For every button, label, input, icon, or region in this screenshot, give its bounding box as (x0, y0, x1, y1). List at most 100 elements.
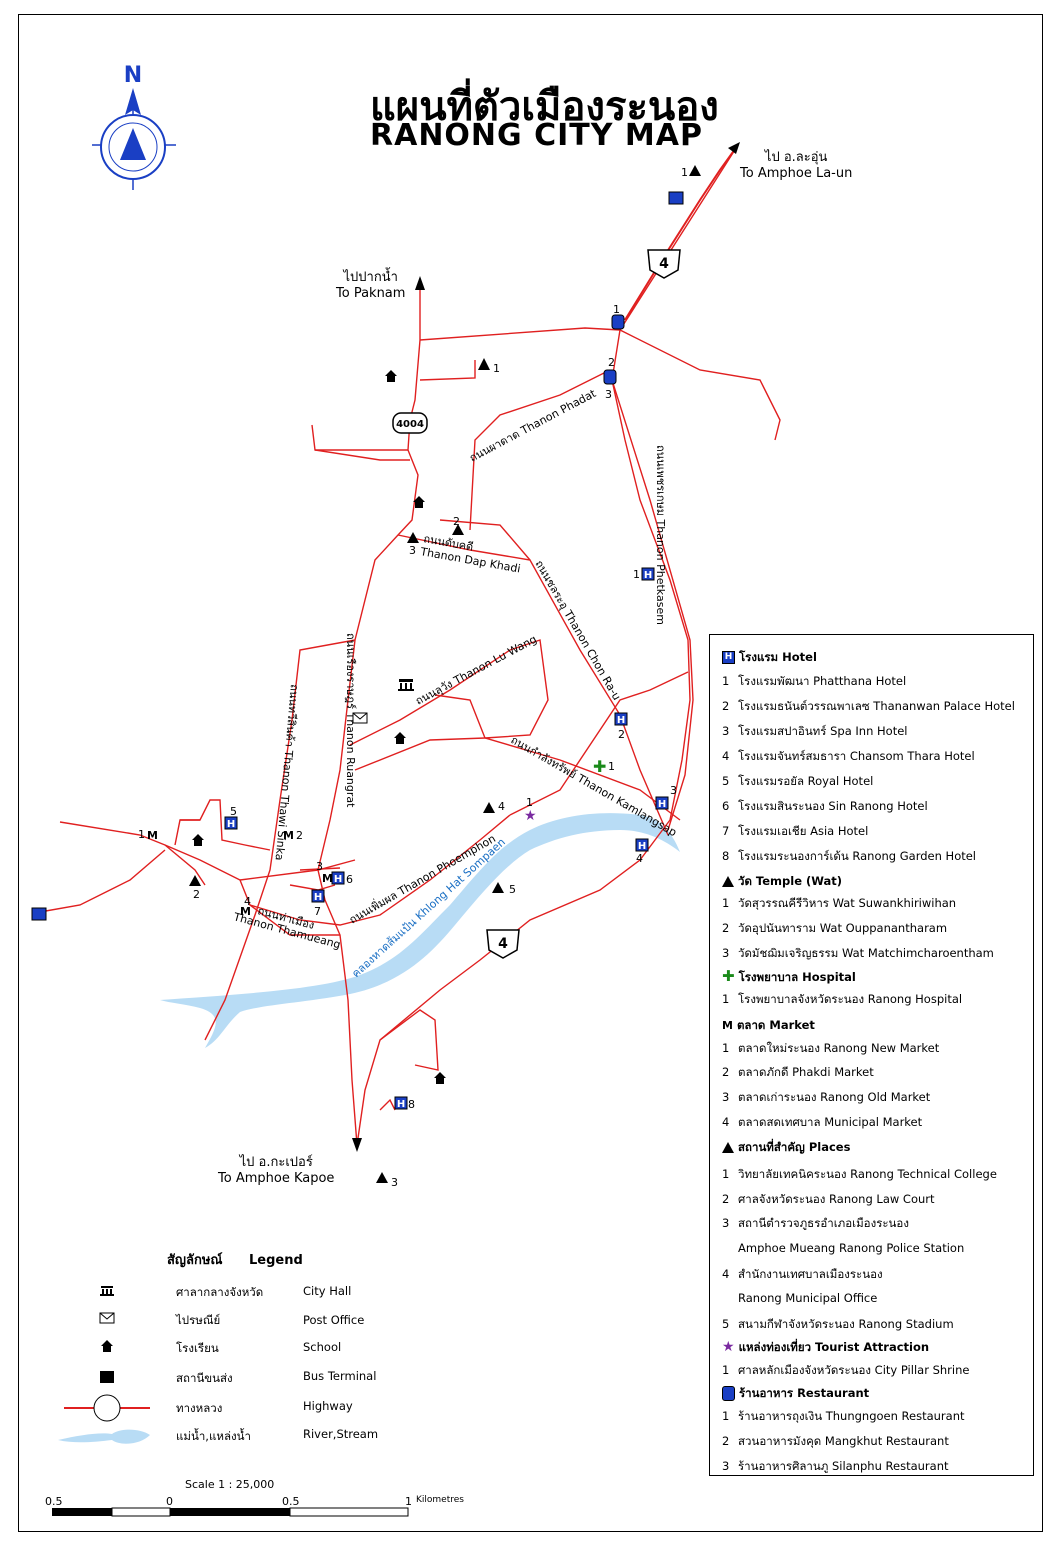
post-office-icon[interactable] (352, 712, 368, 724)
legend-item-text: โรงแรมระนองการ์เด้น Ranong Garden Hotel (738, 849, 977, 863)
marker-numbers: 1 1 2 3 1 2 3 1 2 3 4 5 6 7 8 1 2 3 4 2 … (138, 166, 688, 1189)
compass-north-label: N (124, 63, 142, 88)
school-icon[interactable] (413, 496, 425, 508)
legend-item-text: วัดสุวรรณคีรีวิหาร Wat Suwankhiriwihan (738, 896, 957, 910)
legend-symbol-th: ศาลากลางจังหวัด (176, 1285, 264, 1299)
scale-ratio: Scale 1 : 25,000 (185, 1478, 275, 1491)
destination-la-un-th: ไป อ.ละอุ่น (764, 150, 828, 165)
bus-terminal-icon[interactable] (31, 907, 47, 921)
svg-text:H: H (658, 799, 666, 810)
scale-unit: Kilometres (416, 1495, 464, 1505)
restaurant-number: 2 (608, 356, 615, 369)
hotel-marker[interactable]: H (224, 816, 238, 830)
restaurant-markers (603, 314, 625, 385)
place-marker[interactable] (376, 1172, 388, 1183)
hotel-marker[interactable]: H (394, 1096, 408, 1110)
school-icon[interactable] (192, 834, 204, 846)
market-number: 3 (316, 860, 323, 873)
attraction-number: 1 (526, 796, 533, 809)
hotel-marker[interactable]: H (311, 889, 325, 903)
svg-text:H: H (397, 1099, 405, 1110)
scale-tick: 1 (405, 1495, 412, 1508)
legend-item-text: ตลาดใหม่ระนอง Ranong New Market (738, 1041, 940, 1055)
temple-marker[interactable] (452, 524, 464, 535)
temple-marker[interactable] (407, 532, 419, 543)
hotel-number: 3 (670, 784, 677, 797)
school-icon (101, 1340, 113, 1352)
legend-item-text: โรงแรมพัฒนา Phatthana Hotel (738, 674, 907, 688)
hospital-marker[interactable]: ✚ (593, 757, 606, 776)
legend-places-heading: สถานที่สำคัญ Places (722, 1139, 850, 1157)
svg-text:H: H (334, 874, 342, 885)
bus-terminal-icon[interactable] (668, 191, 684, 205)
legend-symbol-en: Highway (303, 1399, 353, 1413)
post-office-icon (99, 1312, 115, 1324)
legend-restaurant-heading-text: ร้านอาหาร Restaurant (739, 1386, 870, 1400)
hotel-marker[interactable]: H (331, 871, 345, 885)
hotel-marker[interactable]: H (635, 838, 649, 852)
tourist-attraction-marker[interactable]: ★ (524, 808, 537, 824)
legend-item: Amphoe Mueang Ranong Police Station (722, 1241, 964, 1255)
svg-text:H: H (644, 570, 652, 581)
market-icon: M (722, 1019, 733, 1032)
destination-kapoe-th: ไป อ.กะเปอร์ (239, 1155, 313, 1170)
legend-symbol-en: Post Office (303, 1313, 365, 1327)
hotel-number: 7 (314, 905, 321, 918)
temple-marker[interactable] (689, 165, 701, 176)
market-number: 1 (138, 828, 145, 841)
hotel-marker[interactable]: H (614, 712, 628, 726)
market-marker[interactable]: M (240, 905, 251, 918)
place-marker[interactable] (483, 802, 495, 813)
bus-terminal-markers (31, 191, 684, 921)
hotel-marker[interactable]: H (641, 567, 655, 581)
destination-paknam-en: To Paknam (336, 286, 406, 301)
compass-rose: N (92, 63, 176, 190)
restaurant-marker[interactable] (603, 369, 617, 385)
restaurant-number: 3 (605, 388, 612, 401)
place-icon (722, 1142, 734, 1153)
legend-item-text: สำนักงานเทศบาลเมืองระนอง (738, 1267, 883, 1281)
legend-symbol-en: City Hall (303, 1284, 352, 1298)
place-number: 5 (509, 883, 516, 896)
place-marker[interactable] (189, 875, 201, 886)
market-marker[interactable]: M (283, 829, 294, 842)
legend-hotel-heading-text: โรงแรม Hotel (739, 650, 817, 664)
city-hall-icon[interactable] (398, 679, 414, 691)
legend-item-text: โรงแรมจันทร์สมธารา Chansom Thara Hotel (738, 749, 975, 763)
restaurant-marker[interactable] (611, 314, 625, 330)
legend-temple-heading: วัด Temple (Wat) (722, 873, 842, 891)
school-icon[interactable] (434, 1072, 446, 1084)
temple-icon (722, 876, 734, 887)
market-marker[interactable]: M (322, 872, 333, 885)
restaurant-number: 1 (613, 303, 620, 316)
market-marker[interactable]: M (147, 829, 158, 842)
legend-item-text: ตลาดสดเทศบาล Municipal Market (738, 1115, 923, 1129)
svg-text:H: H (314, 892, 322, 903)
hotel-marker[interactable]: H (655, 796, 669, 810)
place-marker[interactable] (492, 882, 504, 893)
temple-marker[interactable] (478, 358, 490, 370)
temple-number: 1 (681, 166, 688, 179)
school-icon[interactable] (394, 732, 406, 744)
school-icon[interactable] (385, 370, 397, 382)
temple-number: 2 (453, 515, 460, 528)
hotel-icon: H (722, 651, 735, 664)
scale-tick: 0 (166, 1495, 173, 1508)
legend-places-heading-text: สถานที่สำคัญ Places (738, 1140, 851, 1154)
legend-item-text: ตลาดเก่าระนอง Ranong Old Market (738, 1090, 931, 1104)
highway-shield-4-north: 4 (647, 249, 681, 279)
